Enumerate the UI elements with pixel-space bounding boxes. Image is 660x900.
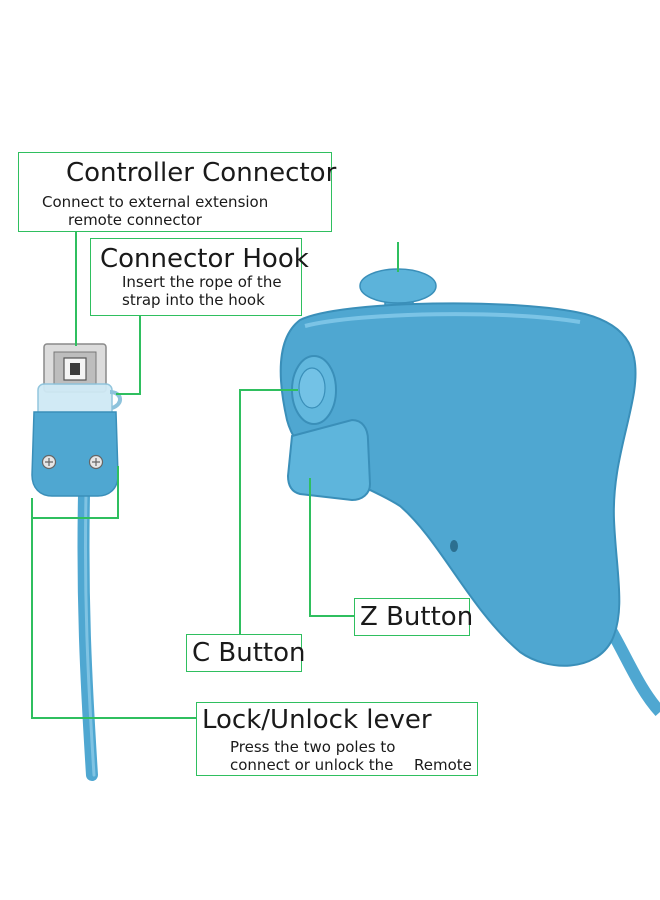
lock-unlock-lever-desc-line2: connect or unlock the [230,756,394,774]
nunchuk-body [279,268,660,717]
controller-connector-title: Controller Connector [66,158,337,188]
z-button-title: Z Button [360,602,474,632]
controller-connector-desc-line2: remote connector [68,211,202,229]
leader-lines [31,232,399,719]
connector-plug [31,343,122,781]
lock-unlock-lever-desc-line1: Press the two poles to [230,738,396,756]
lock-unlock-lever-desc-line2b: Remote [414,756,472,774]
c-button-callout [186,634,302,672]
lock-unlock-lever-callout [196,702,478,776]
z-button-callout [354,598,470,636]
controller-connector-desc-line1: Connect to external extension [42,193,269,211]
c-button-title: C Button [192,638,306,668]
connector-hook-desc-line2: strap into the hook [122,291,265,309]
lock-unlock-lever-title: Lock/Unlock lever [202,705,432,735]
connector-hook-callout [90,238,302,316]
connector-hook-desc-line1: Insert the rope of the [122,273,282,291]
connector-hook-title: Connector Hook [100,244,309,274]
controller-connector-callout [18,152,332,232]
